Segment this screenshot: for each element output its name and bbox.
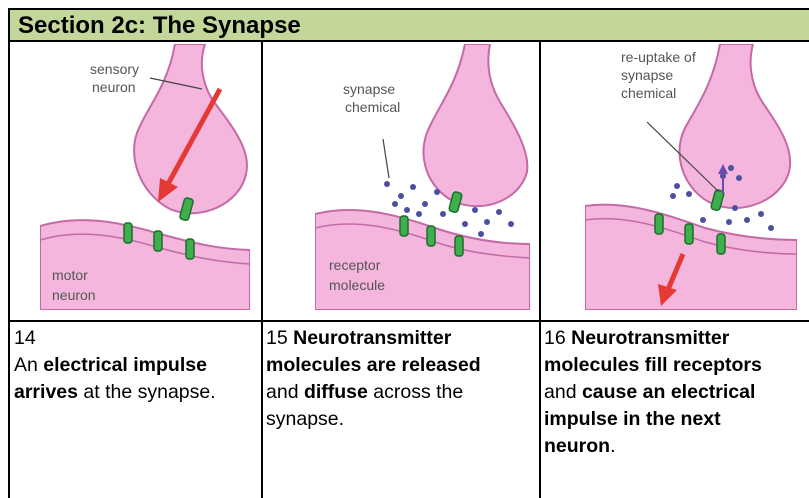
label-motor: motor: [52, 267, 88, 283]
caption-line: and cause an electrical: [544, 379, 762, 406]
label-re-uptake: re-uptake of: [621, 49, 696, 65]
step-number: 16: [544, 327, 571, 349]
label-synapse-2: synapse: [621, 67, 673, 83]
cut-off-heading: [0, 0, 809, 8]
label-neuron: neuron: [92, 79, 136, 95]
column-divider: [539, 42, 541, 498]
caption-line: 16 Neurotransmitter: [544, 325, 762, 352]
caption-arrival: 14 An electrical impulse arrives at the …: [14, 325, 216, 406]
step-number: 15: [266, 327, 293, 349]
row-divider: [10, 320, 809, 322]
label-synapse: synapse: [343, 81, 395, 97]
step-number: 14: [14, 325, 216, 352]
illustration-reuptake: re-uptake of synapse chemical: [585, 44, 797, 310]
caption-line: arrives at the synapse.: [14, 379, 216, 406]
label-sensory: sensory: [90, 61, 139, 77]
caption-line: 15 Neurotransmitter: [266, 325, 481, 352]
caption-line: molecules are released: [266, 352, 481, 379]
label-receptor: receptor: [329, 257, 381, 273]
caption-release: 15 Neurotransmitter molecules are releas…: [266, 325, 481, 433]
caption-line: and diffuse across the: [266, 379, 481, 406]
label-molecule: molecule: [329, 277, 385, 293]
caption-reuptake: 16 Neurotransmitter molecules fill recep…: [544, 325, 762, 460]
caption-line: synapse.: [266, 406, 481, 433]
caption-line: neuron.: [544, 433, 762, 460]
label-chemical-2: chemical: [621, 85, 676, 101]
caption-line: An electrical impulse: [14, 352, 216, 379]
illustration-arrival: sensory neuron motor neuron: [40, 44, 250, 310]
illustration-release: synapse chemical receptor molecule: [315, 44, 530, 310]
synapse-table: sensory neuron motor neuron: [10, 42, 809, 498]
column-divider: [261, 42, 263, 498]
caption-line: impulse in the next: [544, 406, 762, 433]
section-title: Section 2c: The Synapse: [18, 12, 301, 40]
caption-line: molecules fill receptors: [544, 352, 762, 379]
section-header: Section 2c: The Synapse: [10, 8, 809, 42]
label-chemical: chemical: [345, 99, 400, 115]
label-motor-neuron: neuron: [52, 287, 96, 303]
